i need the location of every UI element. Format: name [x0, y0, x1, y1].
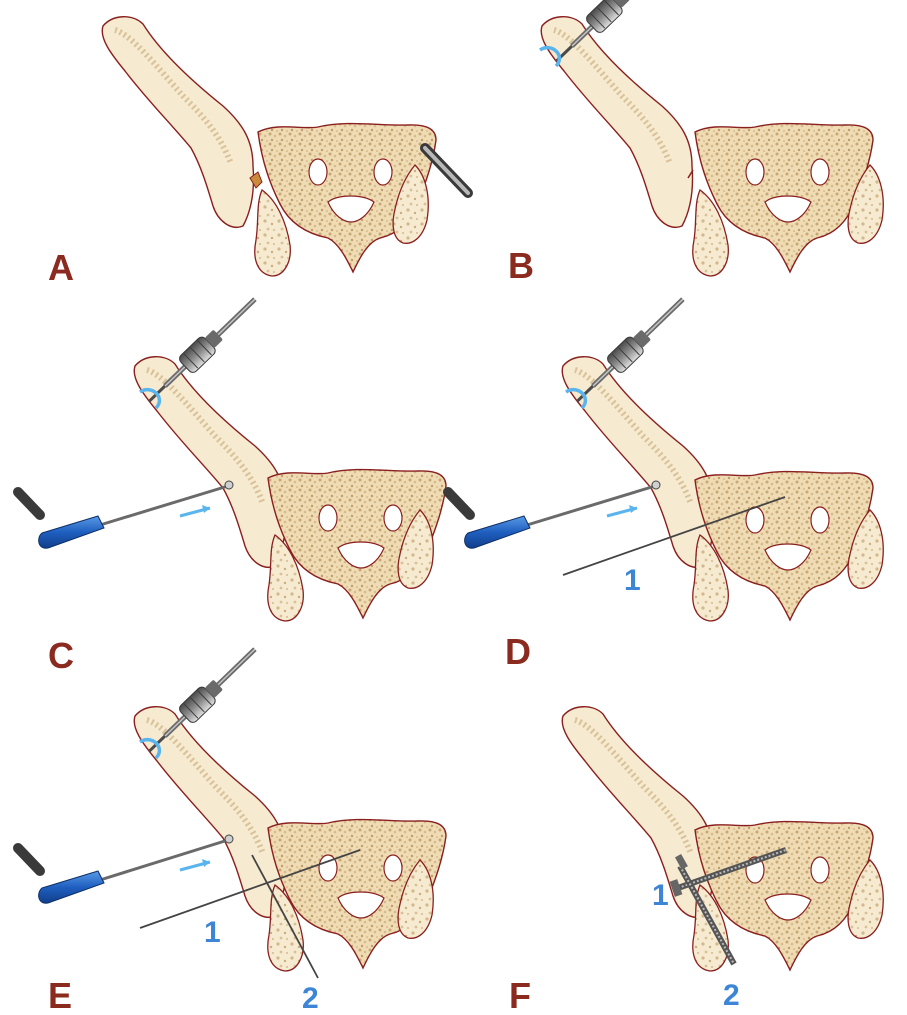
panel-d: 1 D	[448, 291, 883, 672]
panel-letter-f: F	[509, 975, 531, 1015]
guide-wire-icon	[100, 835, 233, 880]
drill-chuck-icon	[570, 291, 691, 409]
panel-letter-a: A	[48, 247, 74, 288]
wire-label-1: 1	[204, 916, 221, 949]
drill-chuck-icon	[142, 641, 263, 759]
wire-label-2: 2	[723, 979, 740, 1012]
wire-label-1: 1	[624, 564, 641, 597]
wire-label-2: 2	[302, 982, 319, 1015]
wire-label-1: 1	[652, 879, 669, 912]
blue-handle-icon	[465, 516, 530, 548]
panel-letter-c: C	[48, 635, 74, 676]
t-handle-icon	[18, 848, 40, 871]
panel-b: B	[425, 0, 883, 286]
panel-letter-e: E	[48, 975, 72, 1015]
panel-letter-d: D	[505, 631, 531, 672]
panel-f: 1 2 F	[509, 707, 883, 1015]
blue-handle-icon	[39, 871, 104, 903]
guide-wire-icon	[100, 481, 233, 525]
t-handle-icon	[18, 492, 40, 515]
panel-letter-b: B	[508, 245, 534, 286]
panel-c: C	[18, 291, 446, 676]
guide-wire-icon	[527, 481, 660, 525]
drill-chuck-icon	[142, 291, 263, 409]
blue-handle-icon	[39, 516, 104, 548]
t-handle-icon	[425, 148, 468, 193]
t-handle-icon	[448, 492, 470, 515]
panel-a: A	[48, 17, 436, 288]
panel-e: 1 2 E	[18, 641, 446, 1015]
